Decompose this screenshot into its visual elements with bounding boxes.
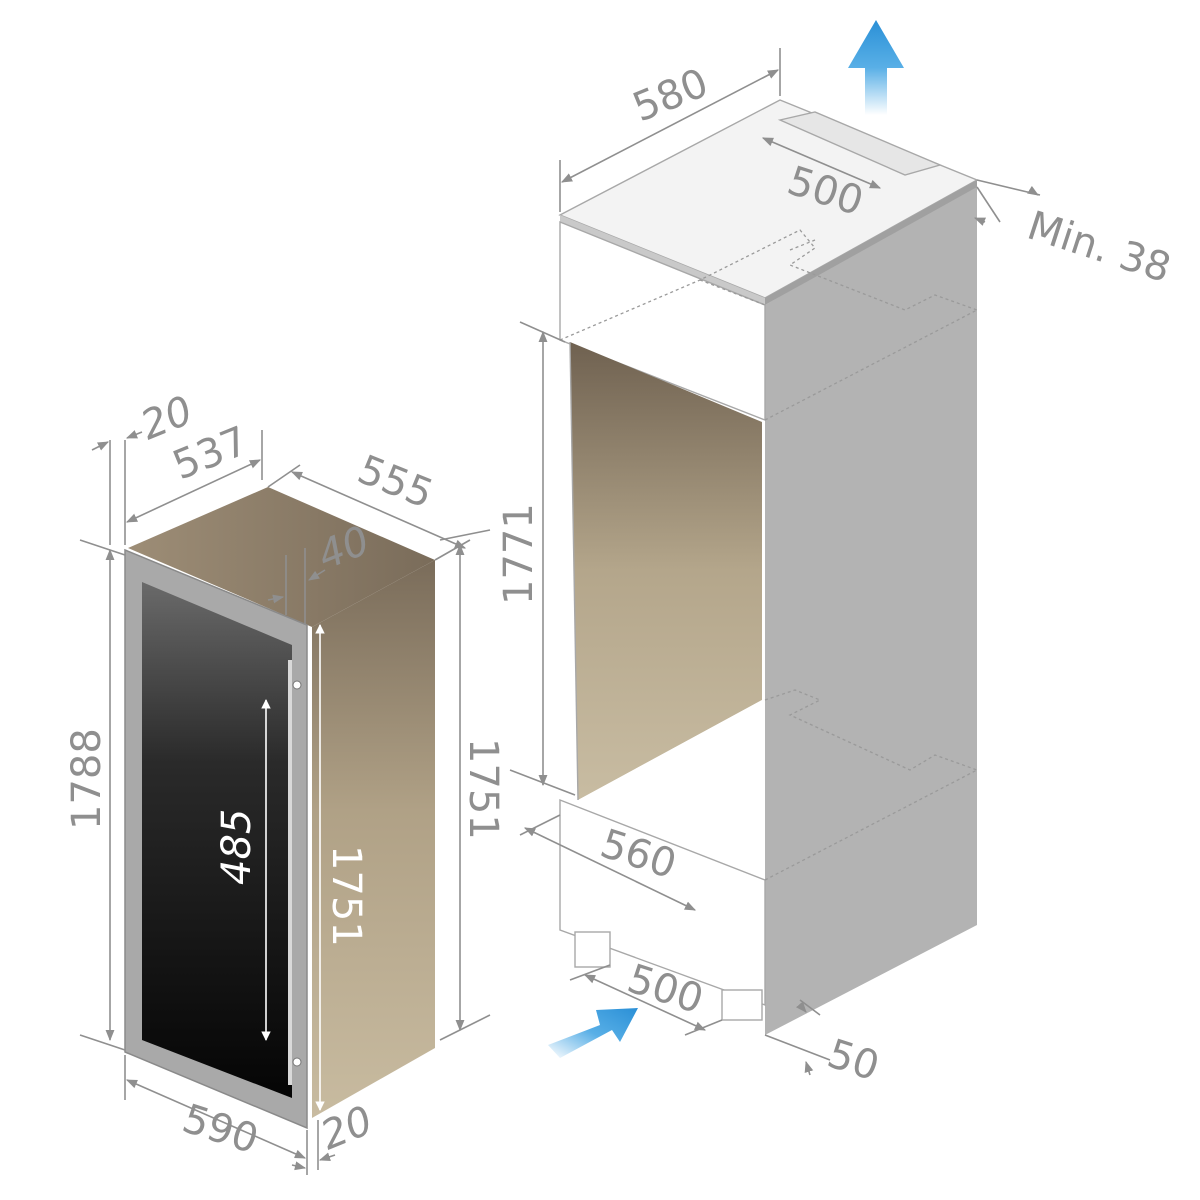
door-glass — [142, 582, 292, 1098]
wine-cabinet-appliance — [124, 487, 435, 1130]
appliance-side-face — [312, 560, 435, 1118]
cabinet-dimension-lines — [509, 48, 1041, 1076]
cabinet-foot-right — [721, 989, 763, 1021]
label-cabinet-niche-height: 1771 — [496, 503, 542, 605]
cabinet-niche-floor — [578, 700, 762, 880]
airflow-up-arrow-icon — [848, 20, 904, 115]
cabinet-top-side-edge — [765, 180, 977, 305]
label-appliance-height-body-front: 1751 — [323, 845, 369, 947]
label-appliance-width-side: 555 — [351, 447, 439, 518]
cabinet-top-edge — [560, 215, 765, 305]
cabinet-side-face — [765, 185, 977, 1035]
label-cabinet-top-depth: 580 — [627, 60, 715, 131]
label-cabinet-vent-gap-top: Min. 38 — [1022, 203, 1176, 292]
label-cabinet-vent-gap-bottom: 50 — [822, 1031, 885, 1090]
label-appliance-height-total: 1788 — [64, 728, 110, 830]
appliance-dimension-lines — [79, 430, 491, 1175]
cabinet-foot-left — [574, 931, 611, 968]
label-appliance-door-inner-height: 485 — [214, 809, 260, 885]
airflow-in-arrow-icon — [548, 1008, 638, 1058]
cabinet — [558, 99, 979, 1035]
cabinet-niche — [570, 342, 762, 800]
label-appliance-height-body-side: 1751 — [460, 738, 506, 840]
label-appliance-width-front: 590 — [177, 1096, 264, 1163]
